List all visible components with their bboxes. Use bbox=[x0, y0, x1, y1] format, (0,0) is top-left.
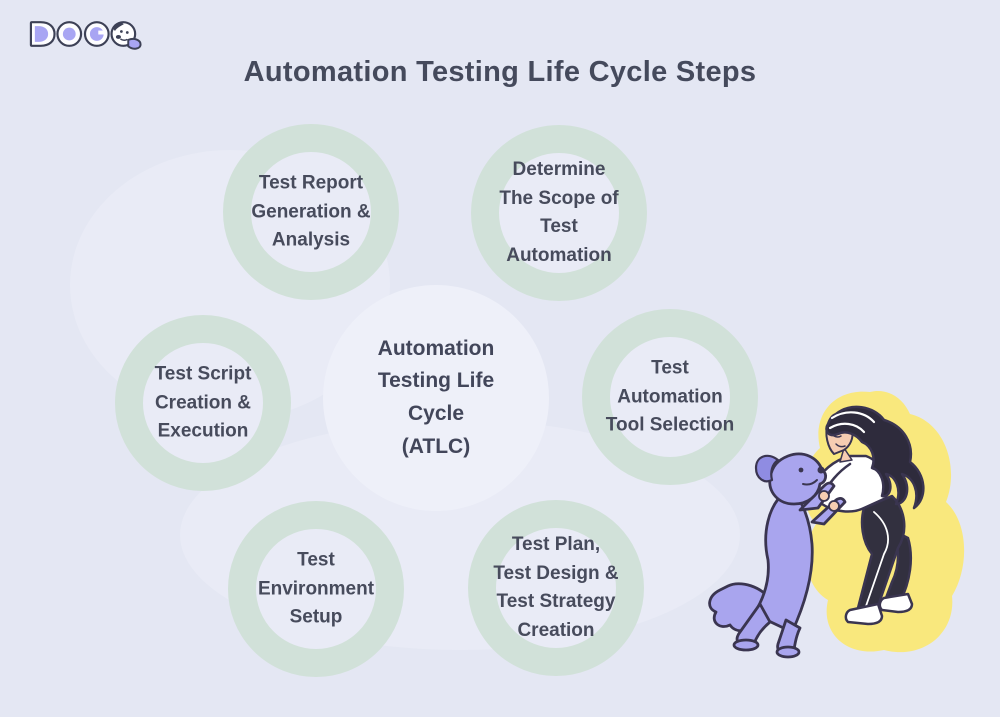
page-title: Automation Testing Life Cycle Steps bbox=[243, 56, 757, 88]
step-label: Test Script Creation & Execution bbox=[154, 363, 252, 442]
step-ring-determine-scope: Determine The Scope of Test Automation bbox=[471, 125, 647, 301]
woman-hands bbox=[818, 490, 840, 512]
step-ring-test-report: Test Report Generation & Analysis bbox=[223, 124, 399, 300]
step-label: Test Report Generation & Analysis bbox=[251, 172, 371, 251]
step-label: Determine The Scope of Test Automation bbox=[499, 159, 619, 266]
woman-dog-illustration bbox=[708, 390, 965, 659]
dogq-logo bbox=[29, 21, 142, 50]
logo-letter-d bbox=[29, 21, 56, 47]
step-label: Test Automation Tool Selection bbox=[605, 357, 735, 436]
step-label: Test Plan, Test Design & Test Strategy C… bbox=[493, 534, 619, 641]
step-label: Test Environment Setup bbox=[257, 549, 375, 628]
logo-dog-face-icon bbox=[110, 21, 142, 50]
woman-illustration bbox=[812, 405, 925, 626]
center-label: Automation Testing Life Cycle (ATLC) bbox=[377, 336, 495, 458]
step-ring-script-creation: Test Script Creation & Execution bbox=[115, 315, 291, 491]
logo-letter-g bbox=[83, 21, 110, 47]
logo-letter-o bbox=[56, 21, 83, 47]
step-ring-environment-setup: Test Environment Setup bbox=[228, 501, 404, 677]
step-ring-test-plan: Test Plan, Test Design & Test Strategy C… bbox=[468, 500, 644, 676]
center-circle: Automation Testing Life Cycle (ATLC) bbox=[323, 285, 549, 511]
